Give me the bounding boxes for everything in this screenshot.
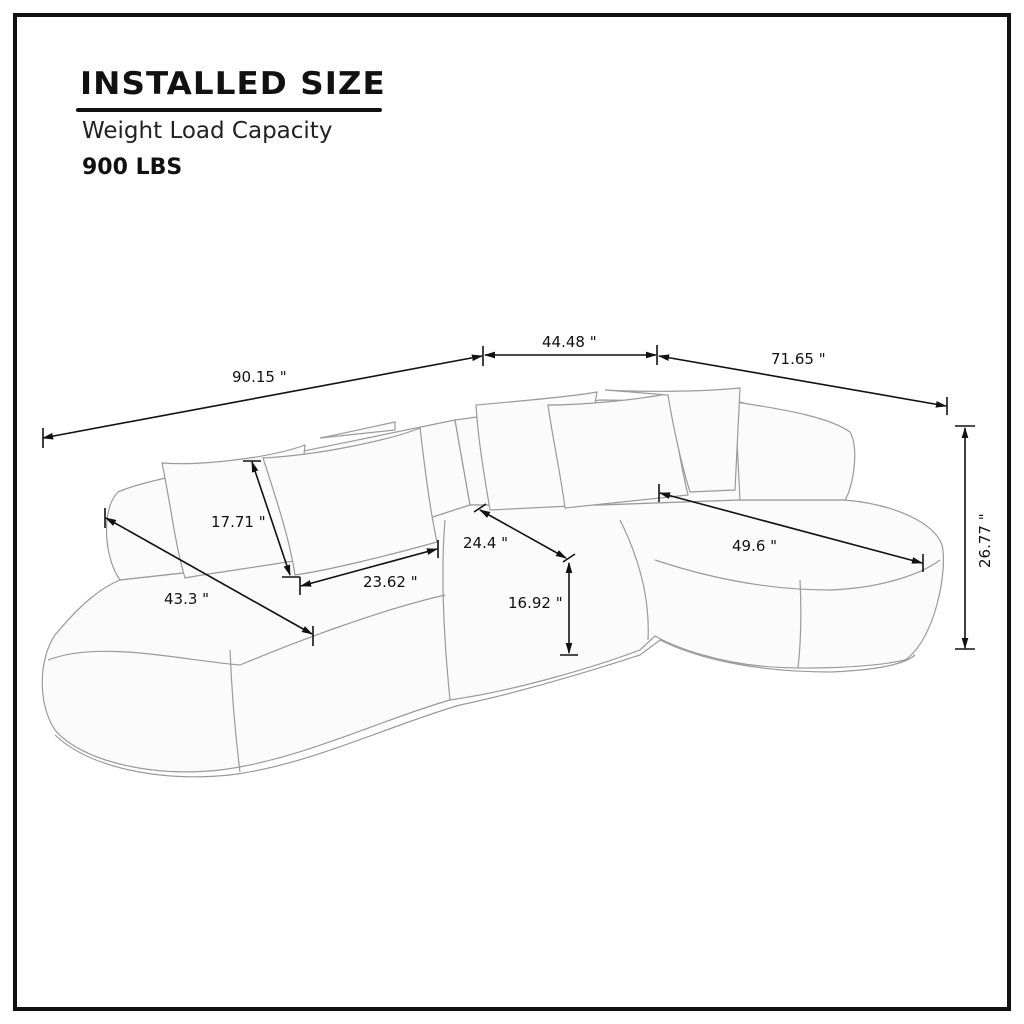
dim-label-seat-height: 16.92 " [508,594,563,612]
pillow-5 [547,392,689,509]
right-chaise-edge [654,559,941,591]
dim-label-pillow-width: 23.62 " [363,573,418,591]
dim-label-right-length: 71.65 " [771,350,826,368]
image-frame [13,13,1011,1011]
dim-label-left-length: 90.15 " [232,368,287,386]
dim-label-right-chaise-depth: 49.6 " [732,537,777,555]
dim-label-pillow-height: 17.71 " [211,513,266,531]
dim-label-total-height: 26.77 " [976,513,994,568]
seat-seam-4 [797,579,802,669]
weight-capacity-value: 900 LBS [82,155,183,180]
seat-seam-3 [229,649,241,773]
page-title: INSTALLED SIZE [80,66,386,102]
dim-label-seat-depth: 24.4 " [463,534,508,552]
dim-label-left-chaise-depth: 43.3 " [164,590,209,608]
seat-seam-1 [442,519,451,701]
title-underline [76,108,382,112]
dimension-lines [41,345,975,656]
weight-capacity-label: Weight Load Capacity [82,118,333,144]
right-backrest [734,401,856,501]
sofa-plinth [54,639,916,778]
seat-seam-2 [619,519,649,641]
left-chaise-edge [47,594,446,666]
sofa-illustration [41,387,945,778]
dim-label-middle-length: 44.48 " [542,333,597,351]
